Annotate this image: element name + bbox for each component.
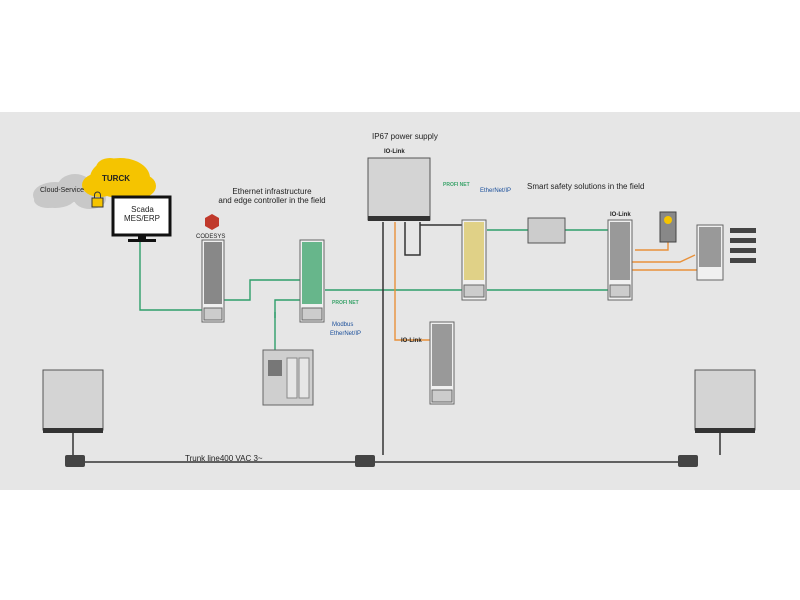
- lock-icon: [91, 191, 104, 208]
- power-supply-icon: [367, 157, 431, 221]
- cable-connectors-icon: [730, 228, 756, 263]
- safety-relay-icon: [527, 217, 566, 244]
- io-module-edge: [299, 239, 325, 323]
- power-supply-right-icon: [694, 369, 756, 433]
- ethernet-label-line1: Ethernet infrastructure: [232, 187, 312, 196]
- mes-erp-label: MES/ERP: [123, 214, 160, 223]
- io-module-safety-right: [607, 219, 633, 301]
- power-supply-label: IP67 power supply: [372, 132, 438, 141]
- ethernet-label-line2: and edge controller in the field: [218, 196, 326, 205]
- codesys-label: CODESYS: [196, 234, 226, 240]
- cloud-service-label: Cloud-Service: [40, 187, 84, 194]
- io-module-hub: [696, 224, 724, 281]
- power-supply-left-icon: [42, 369, 104, 433]
- ethernet-lines: [139, 229, 610, 350]
- iolink-mid-label: IO-Link: [401, 338, 422, 344]
- scada-label: Scada: [131, 205, 154, 214]
- turck-logo-label: TURCK: [102, 174, 130, 183]
- trunk-line-label: Trunk line400 VAC 3~: [185, 454, 263, 463]
- connector-icon: [65, 455, 698, 467]
- controller-icon: [262, 349, 314, 406]
- modbus-label: Modbus: [332, 322, 354, 328]
- codesys-icon: [205, 214, 219, 230]
- io-module-codesys: [201, 239, 225, 323]
- turck-cloud-icon: [82, 158, 156, 198]
- io-module-safety-left: [461, 219, 487, 301]
- ethernetip-mid-label: EtherNet/IP: [330, 331, 362, 337]
- profinet-top-label: PROFI NET: [443, 182, 470, 188]
- power-lines: [72, 222, 721, 463]
- ethernetip-top-label: EtherNet/IP: [480, 188, 512, 194]
- safety-label: Smart safety solutions in the field: [527, 182, 645, 191]
- sensor-icon: [659, 211, 677, 243]
- iolink-top-label: IO-Link: [384, 149, 405, 155]
- monitor-icon: [111, 195, 172, 242]
- iolink-lines: [394, 222, 697, 341]
- profinet-mid-label: PROFI NET: [332, 300, 359, 306]
- iolink-right-label: IO-Link: [610, 212, 631, 218]
- io-module-iolink: [429, 321, 455, 405]
